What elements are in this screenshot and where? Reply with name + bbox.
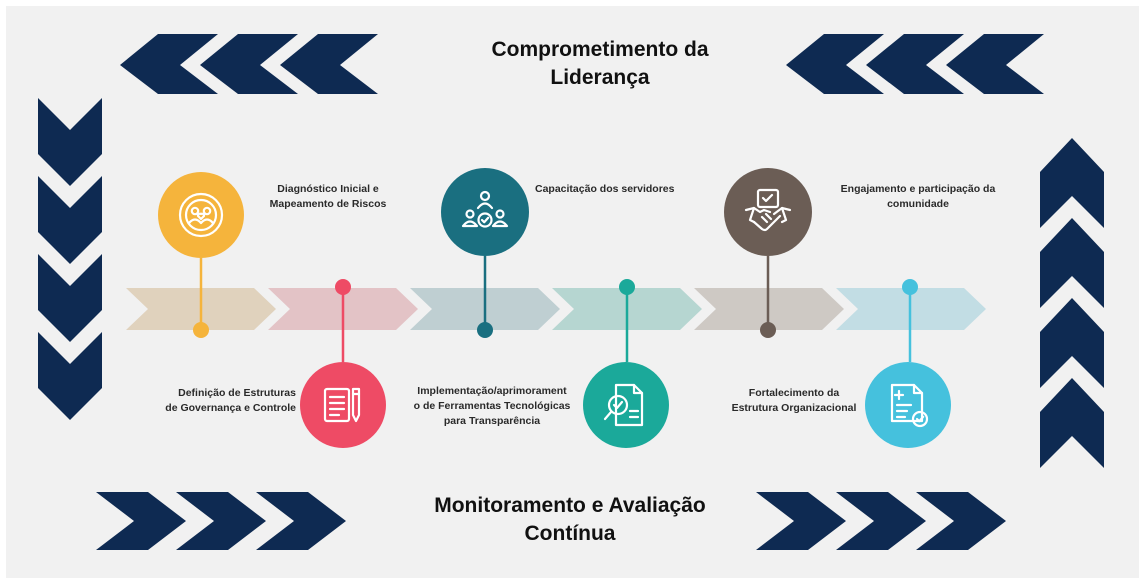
chevron-left-icon <box>200 34 298 94</box>
chevron-right-icon <box>176 492 266 550</box>
step-label-line: Mapeamento de Riscos <box>269 198 387 211</box>
document-search-icon <box>603 383 644 427</box>
step-dot <box>477 322 493 338</box>
chevron-up-icon <box>1040 298 1104 388</box>
step-label-line: Estrutura Organizacional <box>731 402 857 415</box>
chevron-down-icon <box>38 332 102 420</box>
team-check-icon <box>461 190 509 228</box>
chevron-right-icon <box>836 492 926 550</box>
step-label-line: Capacitação dos servidores <box>535 183 675 195</box>
step-label-line: Fortalecimento da <box>748 387 840 399</box>
document-pen-icon <box>323 387 361 423</box>
step-label-estrutura: Fortalecimento da Estrutura Organizacion… <box>724 386 864 416</box>
step-circle-governanca <box>300 362 386 448</box>
step-label-line: Definição de Estruturas <box>178 387 296 399</box>
handshake-icon <box>744 188 792 232</box>
chevron-right-icon <box>256 492 346 550</box>
chevron-up-icon <box>1040 378 1104 468</box>
right-chevrons-up <box>1040 138 1104 468</box>
step-dot <box>335 279 351 295</box>
chevron-left-icon <box>946 34 1044 94</box>
step-label-engajamento: Engajamento e participação da comunidade <box>820 182 1016 212</box>
chevron-up-icon <box>1040 138 1104 228</box>
step-label-line: comunidade <box>887 198 949 211</box>
step-label-line: Diagnóstico Inicial e <box>277 183 379 195</box>
chevron-left-icon <box>866 34 964 94</box>
bottom-left-chevrons-right <box>96 492 346 550</box>
heart-people-icon <box>178 192 224 238</box>
left-chevrons-down <box>38 98 102 420</box>
chevron-right-icon <box>96 492 186 550</box>
top-title-line1: Comprometimento da <box>491 38 709 61</box>
chevron-right-icon <box>916 492 1006 550</box>
step-label-line: de Governança e Controle <box>165 402 296 415</box>
chevron-down-icon <box>38 254 102 342</box>
step-circle-capacitacao <box>441 168 529 256</box>
step-label-line: para Transparência <box>443 415 541 428</box>
chevron-left-icon <box>120 34 218 94</box>
chevron-down-icon <box>38 176 102 264</box>
top-title-line2: Liderança <box>550 65 650 89</box>
top-right-chevrons-left <box>786 34 1044 94</box>
top-title: Comprometimento da Liderança <box>440 36 760 91</box>
step-dot <box>760 322 776 338</box>
bottom-title: Monitoramento e Avaliação Contínua <box>380 492 760 547</box>
step-label-line: o de Ferramentas Tecnológicas <box>413 400 571 413</box>
step-circle-estrutura <box>865 362 951 448</box>
top-left-chevrons-left <box>120 34 378 94</box>
bottom-right-chevrons-right <box>756 492 1006 550</box>
step-dot <box>902 279 918 295</box>
step-label-capacitacao: Capacitação dos servidores <box>535 182 705 197</box>
step-label-governanca: Definição de Estruturas de Governança e … <box>140 386 296 416</box>
step-label-ferramentas: Implementação/aprimorament o de Ferramen… <box>404 384 580 430</box>
step-dot <box>193 322 209 338</box>
step-dot <box>619 279 635 295</box>
step-circle-diagnostico <box>158 172 244 258</box>
step-label-line: Engajamento e participação da <box>840 183 996 195</box>
step-label-line: Implementação/aprimorament <box>417 385 567 397</box>
step-circle-ferramentas <box>583 362 669 448</box>
bottom-title-line2: Contínua <box>524 521 616 545</box>
checklist-icon <box>890 383 929 428</box>
chevron-up-icon <box>1040 218 1104 308</box>
bottom-title-line1: Monitoramento e Avaliação <box>434 494 706 517</box>
step-circle-engajamento <box>724 168 812 256</box>
step-label-diagnostico: Diagnóstico Inicial e Mapeamento de Risc… <box>258 182 398 212</box>
chevron-right-icon <box>756 492 846 550</box>
chevron-left-icon <box>786 34 884 94</box>
chevron-down-icon <box>38 98 102 186</box>
chevron-left-icon <box>280 34 378 94</box>
